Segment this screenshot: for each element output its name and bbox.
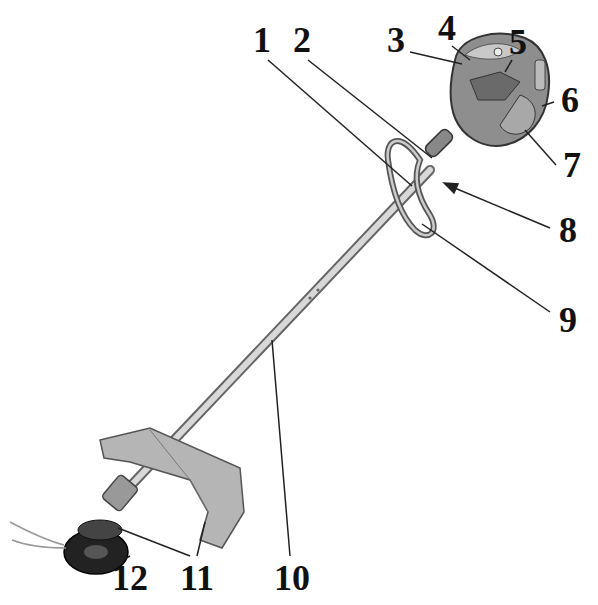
leader-line (308, 60, 432, 158)
callout-number: 6 (561, 82, 579, 118)
leader-arrowhead (444, 183, 458, 193)
callout-number: 5 (509, 24, 527, 60)
loop-handle-highlight (388, 141, 434, 235)
leader-lines (112, 46, 556, 566)
guard-edge (150, 430, 208, 512)
callout-number: 7 (563, 147, 581, 183)
callout-number: 4 (438, 10, 456, 46)
leader-line (450, 186, 550, 228)
throttle-grip (423, 127, 454, 158)
callout-number: 12 (112, 560, 148, 596)
leader-line (197, 522, 205, 556)
engine-detail (470, 72, 520, 100)
leader-line (452, 46, 470, 60)
leader-line (272, 340, 290, 556)
callout-number: 11 (180, 560, 214, 596)
leader-line (542, 102, 554, 106)
callout-number: 8 (559, 212, 577, 248)
callout-number: 9 (559, 302, 577, 338)
leader-line (422, 224, 550, 312)
spool-bump (84, 545, 108, 559)
leader-line (410, 52, 462, 64)
shaft-mark (316, 288, 319, 291)
callout-number: 1 (253, 22, 271, 58)
callout-number: 2 (293, 22, 311, 58)
loop-handle (388, 141, 434, 235)
callout-number: 3 (387, 22, 405, 58)
engine-housing (450, 34, 549, 146)
gear-head (101, 474, 139, 512)
air-filter (535, 60, 545, 90)
leader-line (505, 60, 512, 72)
shaft-mark (308, 296, 311, 299)
engine-cap (494, 48, 502, 56)
leader-line (118, 528, 190, 556)
fuel-tank (500, 95, 535, 134)
leader-line (525, 130, 556, 165)
cutting-line (12, 540, 66, 548)
leader-line (268, 60, 412, 186)
spool-top (78, 520, 122, 540)
callout-number: 10 (274, 560, 310, 596)
